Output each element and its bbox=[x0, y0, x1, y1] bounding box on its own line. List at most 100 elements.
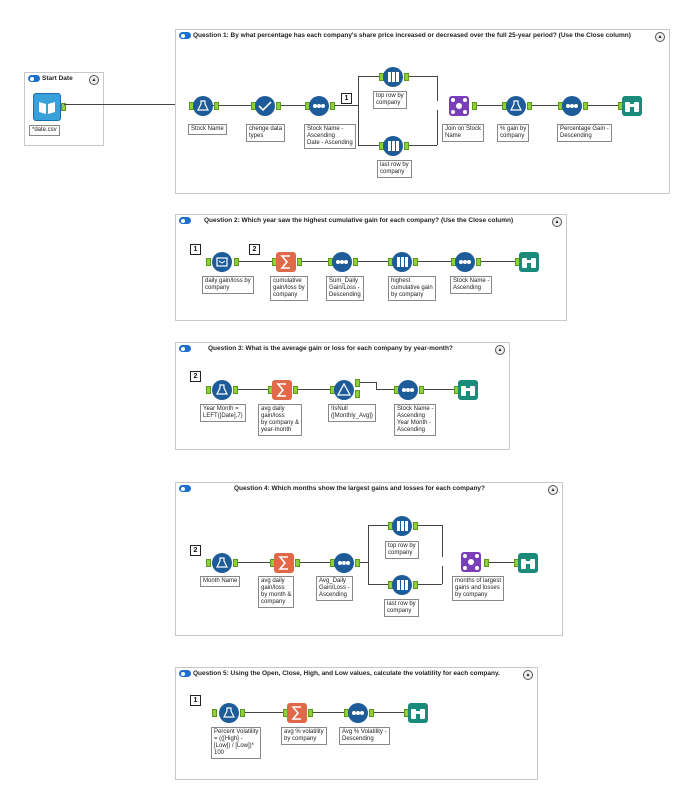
output-anchor[interactable] bbox=[472, 102, 477, 110]
true-anchor[interactable] bbox=[355, 379, 360, 387]
output-anchor[interactable] bbox=[233, 559, 238, 567]
toggle-icon[interactable] bbox=[28, 75, 40, 82]
sample-tool[interactable] bbox=[392, 252, 412, 272]
container-badge: 2 bbox=[249, 244, 260, 255]
output-anchor[interactable] bbox=[476, 258, 481, 266]
tool-label: !IsNull ([Monthly_Avg]) bbox=[328, 404, 376, 422]
sample-tool-top[interactable] bbox=[392, 516, 412, 536]
sort-tool[interactable] bbox=[332, 252, 352, 272]
filter-tool[interactable] bbox=[334, 380, 354, 400]
browse-tool[interactable] bbox=[519, 252, 539, 272]
question-5-container[interactable]: Question 5: Using the Open, Close, High,… bbox=[175, 667, 538, 780]
browse-tool[interactable] bbox=[408, 703, 428, 723]
join-tool[interactable] bbox=[449, 96, 469, 116]
output-anchor[interactable] bbox=[413, 581, 418, 589]
container-badge: 1 bbox=[190, 244, 201, 255]
output-anchor[interactable] bbox=[297, 258, 302, 266]
output-anchor[interactable] bbox=[295, 559, 300, 567]
output-anchor[interactable] bbox=[330, 102, 335, 110]
sort-tool[interactable] bbox=[309, 96, 329, 116]
connection-wire bbox=[243, 712, 287, 713]
output-anchor[interactable] bbox=[404, 73, 409, 81]
output-anchor[interactable] bbox=[234, 258, 239, 266]
connection-wire bbox=[422, 389, 458, 390]
sample-tool-top[interactable] bbox=[383, 67, 403, 87]
sort-tool[interactable] bbox=[562, 96, 582, 116]
formula-tool[interactable] bbox=[219, 703, 239, 723]
output-anchor[interactable] bbox=[308, 709, 313, 717]
sort-tool[interactable] bbox=[334, 553, 354, 573]
sample-tool-last[interactable] bbox=[383, 136, 403, 156]
formula-tool[interactable] bbox=[212, 553, 232, 573]
output-anchor[interactable] bbox=[355, 559, 360, 567]
output-anchor[interactable] bbox=[419, 386, 424, 394]
false-anchor[interactable] bbox=[355, 390, 360, 398]
toggle-icon[interactable] bbox=[179, 485, 191, 492]
output-anchor[interactable] bbox=[293, 386, 298, 394]
output-anchor[interactable] bbox=[233, 386, 238, 394]
toggle-icon[interactable] bbox=[179, 670, 191, 677]
sort-tool[interactable] bbox=[398, 380, 418, 400]
input-anchor[interactable] bbox=[206, 258, 211, 266]
sort-dots-icon bbox=[562, 96, 582, 116]
tool-label: Stock Name bbox=[188, 124, 227, 135]
formula-tool[interactable] bbox=[193, 96, 213, 116]
input-anchor[interactable] bbox=[206, 386, 211, 394]
output-anchor[interactable] bbox=[404, 142, 409, 150]
tool-label: Stock Name - Ascending Date - Ascending bbox=[304, 124, 356, 149]
output-anchor[interactable] bbox=[527, 102, 532, 110]
output-anchor[interactable] bbox=[353, 258, 358, 266]
sample-tool-last[interactable] bbox=[392, 575, 412, 595]
connection-wire bbox=[333, 105, 358, 106]
connection-wire bbox=[209, 105, 255, 106]
formula-tool[interactable] bbox=[212, 380, 232, 400]
input-data-tool[interactable] bbox=[33, 93, 61, 121]
multi-row-formula-tool[interactable] bbox=[212, 252, 232, 272]
connection-wire bbox=[416, 584, 442, 585]
summarize-tool[interactable] bbox=[272, 380, 292, 400]
union-tool[interactable] bbox=[461, 552, 481, 572]
binoculars-icon bbox=[458, 380, 478, 400]
output-anchor[interactable] bbox=[61, 103, 66, 111]
start-date-container[interactable]: Start Date ▲ *date.csv bbox=[24, 72, 104, 146]
collapse-icon[interactable]: ▲ bbox=[495, 345, 505, 355]
summarize-tool[interactable] bbox=[276, 252, 296, 272]
toggle-icon[interactable] bbox=[179, 32, 191, 39]
output-anchor[interactable] bbox=[276, 102, 281, 110]
output-anchor[interactable] bbox=[369, 709, 374, 717]
tool-label: last row by company bbox=[384, 599, 419, 617]
browse-tool[interactable] bbox=[622, 96, 642, 116]
tool-label: Percentage Gain - Descending bbox=[557, 124, 612, 142]
collapse-icon[interactable]: ▲ bbox=[89, 75, 99, 85]
connection-wire bbox=[236, 562, 274, 563]
output-anchor[interactable] bbox=[583, 102, 588, 110]
question-4-container[interactable]: Question 4: Which months show the larges… bbox=[175, 482, 563, 636]
browse-tool[interactable] bbox=[518, 553, 538, 573]
formula-tool[interactable] bbox=[506, 96, 526, 116]
question-2-container[interactable]: Question 2: Which year saw the highest c… bbox=[175, 214, 567, 321]
output-anchor[interactable] bbox=[413, 258, 418, 266]
select-tool[interactable] bbox=[255, 96, 275, 116]
input-anchor[interactable] bbox=[212, 709, 217, 717]
container-badge: 1 bbox=[190, 695, 201, 706]
collapse-icon[interactable]: ▲ bbox=[523, 670, 533, 680]
input-anchor[interactable] bbox=[206, 559, 211, 567]
output-anchor[interactable] bbox=[413, 522, 418, 530]
toggle-icon[interactable] bbox=[179, 345, 191, 352]
question-1-container[interactable]: Question 1: By what percentage has each … bbox=[175, 29, 670, 194]
tool-label: Month Name bbox=[200, 576, 241, 587]
output-anchor[interactable] bbox=[484, 559, 489, 567]
browse-tool[interactable] bbox=[458, 380, 478, 400]
collapse-icon[interactable]: ▲ bbox=[552, 217, 562, 227]
output-anchor[interactable] bbox=[214, 102, 219, 110]
summarize-tool[interactable] bbox=[287, 703, 307, 723]
summarize-tool[interactable] bbox=[274, 553, 294, 573]
flask-icon bbox=[212, 553, 232, 573]
output-anchor[interactable] bbox=[240, 709, 245, 717]
sort-tool[interactable] bbox=[455, 252, 475, 272]
sort-tool[interactable] bbox=[348, 703, 368, 723]
collapse-icon[interactable]: ▲ bbox=[655, 32, 665, 42]
collapse-icon[interactable]: ▲ bbox=[548, 485, 558, 495]
toggle-icon[interactable] bbox=[179, 217, 191, 224]
connection-wire bbox=[437, 110, 438, 145]
